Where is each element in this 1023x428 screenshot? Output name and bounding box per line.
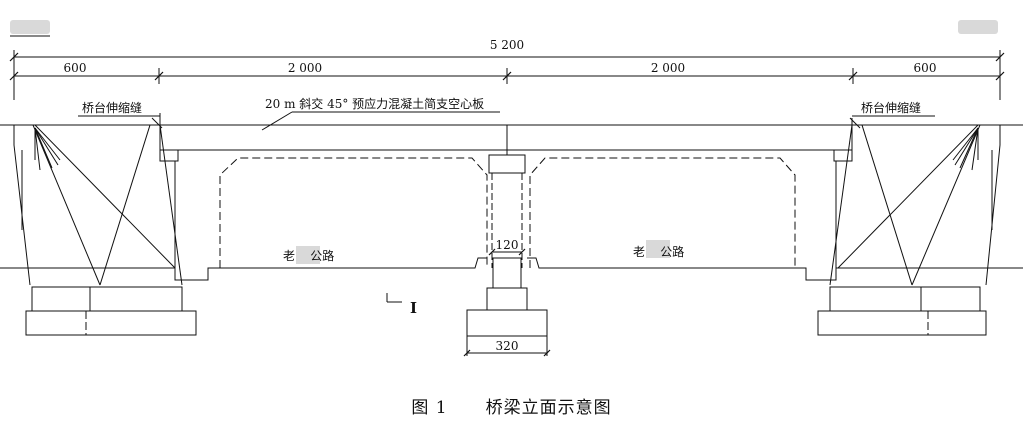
figure-title: 桥梁立面示意图 bbox=[485, 398, 612, 418]
segment-dimension-1: 600 bbox=[64, 61, 87, 75]
footing-width-value: 320 bbox=[496, 339, 519, 353]
pier-width-value: 120 bbox=[496, 238, 519, 252]
expansion-joint-left-label: 桥台伸缩缝 bbox=[82, 100, 142, 115]
central-pier bbox=[466, 150, 548, 337]
segment-dimension-2: 2 000 bbox=[288, 61, 322, 75]
bridge-deck bbox=[0, 118, 1023, 151]
pier-width-dimension: 120 bbox=[488, 238, 526, 256]
left-abutment bbox=[13, 113, 197, 336]
road-right-label: 老 公路 bbox=[633, 244, 684, 259]
segment-dimension-3: 2 000 bbox=[651, 61, 685, 75]
figure-number: 图 1 bbox=[411, 398, 448, 418]
redacted-corner-marks bbox=[10, 20, 998, 34]
road-left-label: 老 公路 bbox=[283, 248, 334, 263]
right-abutment bbox=[817, 117, 1001, 336]
footing-width-dimension: 320 bbox=[463, 336, 551, 357]
road-openings bbox=[219, 157, 796, 268]
figure-caption: 图 1 桥梁立面示意图 bbox=[0, 393, 1023, 418]
section-mark-label: I bbox=[410, 299, 417, 317]
ground-line bbox=[0, 257, 1023, 281]
section-mark: I bbox=[386, 293, 417, 317]
beam-title: 20 m 斜交 45° 预应力混凝土简支空心板 bbox=[265, 96, 484, 111]
beam-title-leader bbox=[261, 111, 293, 131]
segment-dimension-4: 600 bbox=[914, 61, 937, 75]
bearings bbox=[159, 149, 853, 162]
overall-dimension-value: 5 200 bbox=[490, 38, 524, 52]
road-right-redaction bbox=[646, 240, 670, 258]
overall-dimension: 5 200 bbox=[9, 38, 1005, 100]
expansion-joint-right-label: 桥台伸缩缝 bbox=[861, 100, 921, 115]
road-left-redaction bbox=[296, 246, 320, 264]
segment-dimensions: 600 2 000 2 000 600 bbox=[9, 61, 1005, 84]
